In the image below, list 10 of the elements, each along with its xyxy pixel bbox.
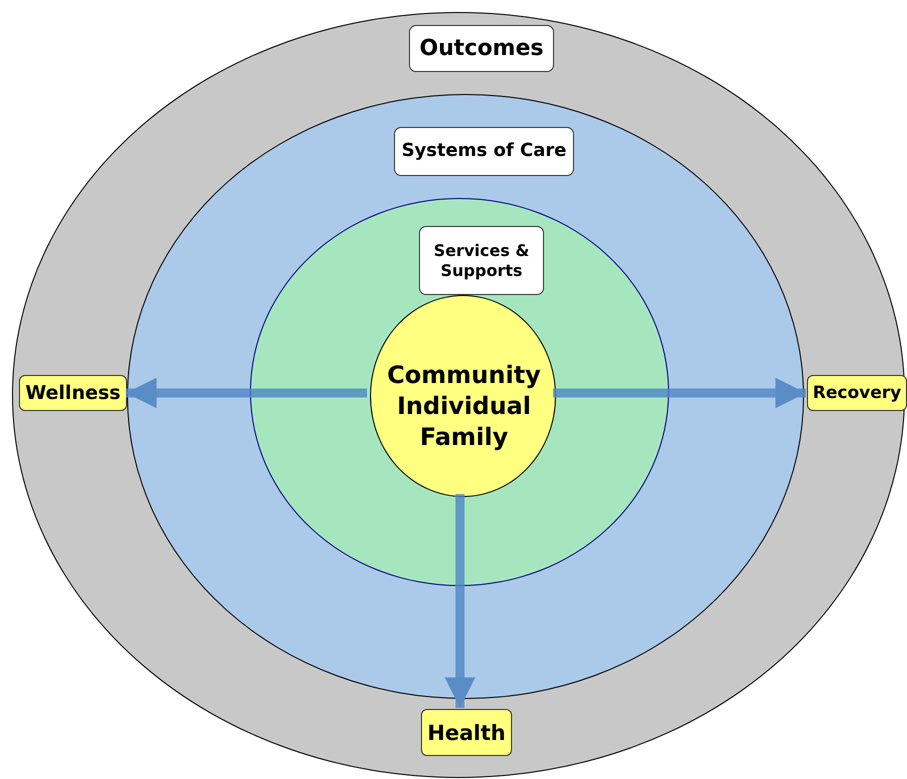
arrow — [553, 378, 806, 408]
outcome-box: Recovery — [807, 375, 907, 411]
outcome-box: Health — [421, 709, 512, 756]
band-label: Systems of Care — [394, 127, 574, 176]
outcome-box: Wellness — [19, 375, 127, 411]
band-label: Outcomes — [409, 25, 554, 72]
arrow — [444, 494, 476, 708]
center-label: Community Individual Family — [386, 360, 542, 454]
arrow — [126, 378, 367, 408]
band-label: Services & Supports — [419, 226, 544, 295]
